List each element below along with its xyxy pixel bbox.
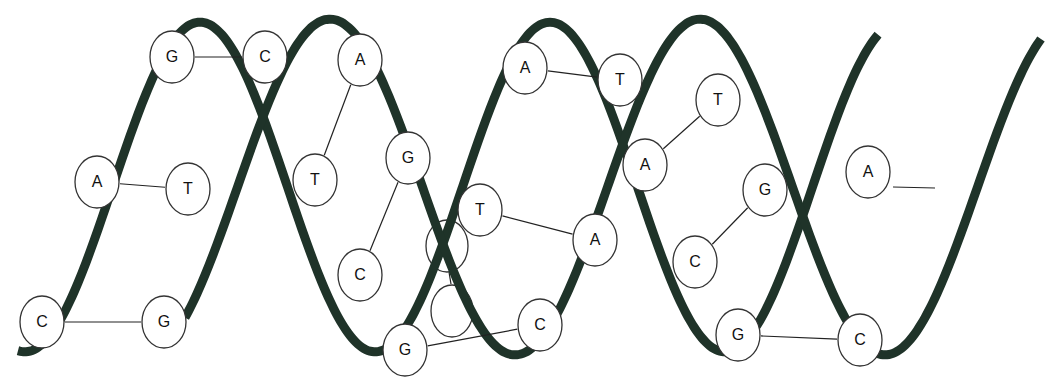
base-circle: A	[337, 33, 383, 87]
base-circle: T	[292, 153, 338, 207]
base-circle: G	[382, 323, 428, 377]
base-letter: A	[355, 52, 366, 68]
base-letter: T	[475, 202, 485, 218]
base-letter: T	[615, 72, 625, 88]
base-pair-bond	[663, 116, 699, 148]
base-pair-bond	[502, 216, 572, 234]
base-pair-bond	[65, 321, 141, 322]
base-circle: A	[622, 138, 668, 192]
base-letter: G	[399, 342, 411, 358]
base-circle: G	[149, 30, 195, 84]
base-pair-bond	[120, 184, 165, 187]
base-circle: T	[457, 183, 503, 237]
base-circle: C	[337, 248, 383, 302]
base-circle: C	[242, 30, 288, 84]
base-circle: G	[385, 131, 431, 185]
base-circle: T	[597, 53, 643, 107]
base-letter: C	[689, 254, 701, 270]
base-circle: A	[572, 213, 618, 267]
base-pair-bond	[548, 71, 597, 77]
base-letter: C	[354, 267, 366, 283]
base-letter: C	[36, 314, 48, 330]
base-letter: G	[166, 49, 178, 65]
base-letter: A	[590, 232, 601, 248]
base-circle: G	[141, 295, 187, 349]
base-letter: C	[534, 317, 546, 333]
base-circle: C	[672, 235, 718, 289]
base-letter: A	[92, 174, 103, 190]
base-circle: A	[74, 155, 120, 209]
base-letter: T	[183, 181, 193, 197]
base-letter: C	[259, 49, 271, 65]
base-letter: T	[713, 92, 723, 108]
base-pair-bond	[761, 336, 837, 339]
base-circle: G	[742, 163, 788, 217]
base-pair-bond	[195, 56, 242, 57]
base-circle: A	[845, 145, 891, 199]
base-letter: A	[520, 60, 531, 76]
backbone-strand	[185, 19, 1041, 355]
strands	[18, 19, 1041, 355]
base-pair-bond	[370, 182, 398, 250]
base-circle: A	[502, 41, 548, 95]
base-pair-bond	[428, 329, 518, 346]
base-letter: A	[863, 164, 874, 180]
base-circle: C	[19, 295, 65, 349]
base-letter: G	[402, 150, 414, 166]
base-letter: G	[158, 314, 170, 330]
base-circle: C	[837, 313, 883, 367]
base-letter: C	[854, 332, 866, 348]
base-letter: A	[640, 157, 651, 173]
base-letter: G	[759, 182, 771, 198]
base-circle: C	[517, 298, 563, 352]
base-pair-bond	[324, 85, 350, 156]
base-circle: T	[165, 162, 211, 216]
base-letter: G	[732, 327, 744, 343]
base-letter: T	[310, 172, 320, 188]
pair-line-stub	[893, 187, 935, 188]
base-pair-bond	[712, 208, 747, 244]
base-circle: G	[715, 308, 761, 362]
base-circle: T	[695, 73, 741, 127]
